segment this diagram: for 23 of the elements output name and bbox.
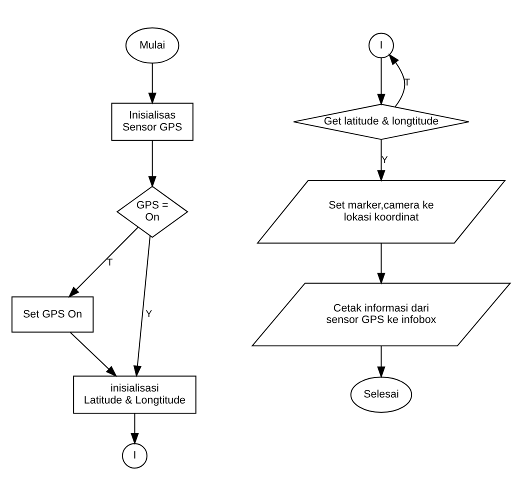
node-circle: I: [368, 32, 394, 58]
node-box: Inisialisas Sensor GPS: [111, 102, 194, 141]
edge-label: Y: [146, 308, 152, 320]
arrow: [148, 140, 156, 188]
arrow: [70, 332, 118, 377]
node-diamond: GPS = On: [116, 186, 188, 238]
arrow: [377, 242, 386, 285]
node-box: Set GPS On: [11, 296, 94, 333]
arrow: [130, 412, 139, 445]
edge-label: T: [106, 258, 113, 269]
edge-label: Y: [381, 154, 388, 166]
arrow: [388, 54, 406, 108]
arrow: [377, 57, 386, 106]
arrow: [68, 226, 139, 298]
node-diamond: Get latitude & longtitude: [293, 104, 470, 140]
arrow: [148, 62, 156, 104]
arrow: [377, 345, 386, 378]
arrow: [133, 235, 151, 378]
node-ellipse: Selesai: [350, 376, 412, 413]
arrow: [377, 139, 386, 182]
node-box: inisialisasi Latitude & Longtitude: [73, 376, 196, 414]
node-ellipse: Mulai: [125, 27, 180, 64]
node-circle: I: [122, 443, 148, 469]
